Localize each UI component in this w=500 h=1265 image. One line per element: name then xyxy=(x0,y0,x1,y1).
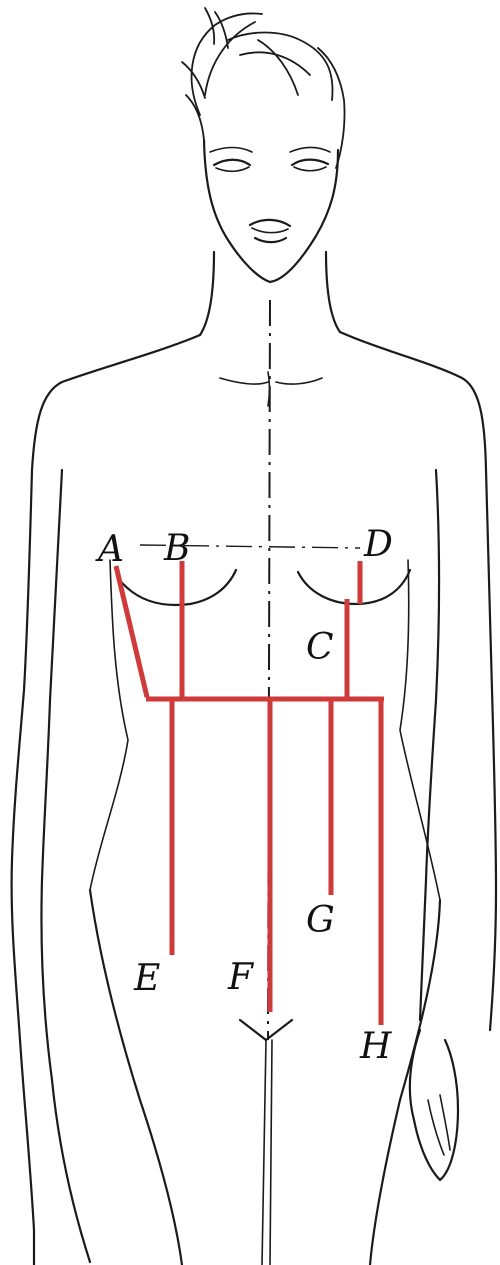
label-a: A xyxy=(95,529,124,570)
label-e: E xyxy=(133,958,160,999)
label-h: H xyxy=(359,1026,392,1067)
face-sketch xyxy=(204,140,338,282)
label-b: B xyxy=(163,528,190,569)
measurement-lines xyxy=(116,561,384,1025)
hair-sketch xyxy=(182,8,345,168)
line-a-waist xyxy=(116,566,147,697)
label-c: C xyxy=(306,627,334,668)
torso-outline xyxy=(12,252,496,1265)
label-d: D xyxy=(363,524,393,565)
label-g: G xyxy=(306,900,335,941)
label-f: F xyxy=(227,957,255,998)
